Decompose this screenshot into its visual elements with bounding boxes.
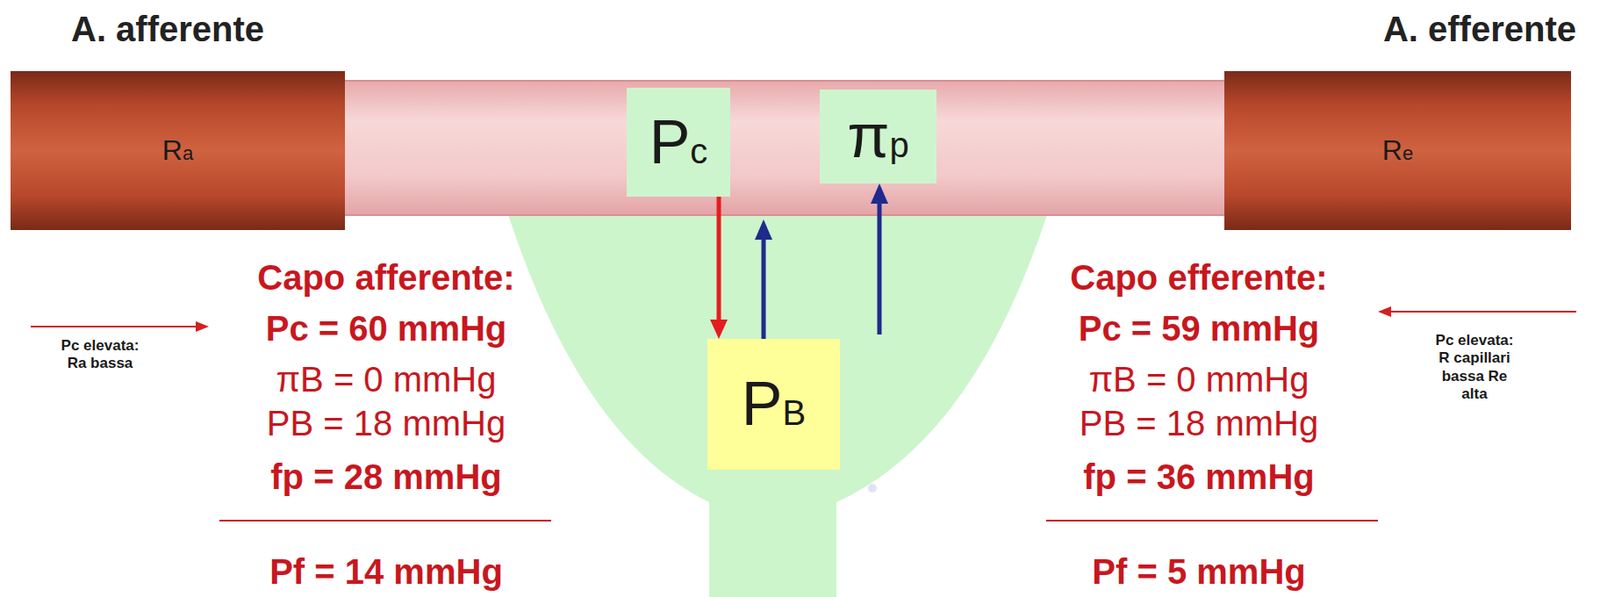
bowman-capsule (504, 203, 1051, 597)
force-arrow (717, 196, 722, 320)
capillary-wall (333, 214, 1238, 216)
capillary-wall (333, 79, 1238, 82)
net-pressure: Pf = 14 mmHg (193, 551, 580, 592)
pressure-value: πB = 0 mmHg (1005, 358, 1392, 400)
pressure-value: fp = 28 mmHg (193, 456, 580, 497)
arrow-head (195, 321, 209, 332)
pressure-value: fp = 36 mmHg (1005, 456, 1392, 497)
sum-line (1046, 519, 1378, 522)
vessel-title: A. efferente (1225, 8, 1577, 50)
pressure-box: Pc (626, 87, 731, 197)
note: Pc elevata: R capillari bassa Re alta (1430, 331, 1519, 404)
arteriole-segment: Ra (10, 71, 345, 230)
pressure-value: PB = 18 mmHg (193, 402, 580, 444)
pressure-box: πp (819, 89, 937, 184)
node-label: Ra (162, 134, 194, 167)
force-arrow (761, 236, 767, 339)
arrow-head (870, 183, 889, 204)
section-heading: Capo efferente: (1005, 257, 1392, 298)
arteriole-segment: Re (1224, 71, 1572, 230)
node-label: PB (741, 368, 806, 440)
node-label: Re (1382, 134, 1414, 167)
vessel-title: A. afferente (71, 8, 423, 50)
pressure-value: Pc = 60 mmHg (193, 308, 580, 349)
net-pressure: Pf = 5 mmHg (1005, 551, 1392, 592)
dot (868, 483, 877, 493)
pointer-arrow (1388, 310, 1577, 313)
note: Pc elevata: Ra bassa (56, 337, 144, 374)
arrow-head (1377, 306, 1392, 317)
node-label: Pc (649, 107, 709, 179)
bowman-pressure-box: PB (707, 338, 840, 470)
pointer-arrow (30, 325, 199, 328)
section-heading: Capo afferente: (193, 257, 580, 298)
pressure-value: Pc = 59 mmHg (1005, 308, 1392, 349)
arrow-head (754, 219, 773, 240)
pressure-value: PB = 18 mmHg (1005, 402, 1392, 444)
sum-line (219, 519, 552, 522)
glomerular-capillary (333, 79, 1238, 216)
force-arrow (877, 200, 883, 335)
node-label: πp (846, 100, 910, 173)
pressure-value: πB = 0 mmHg (193, 358, 580, 400)
